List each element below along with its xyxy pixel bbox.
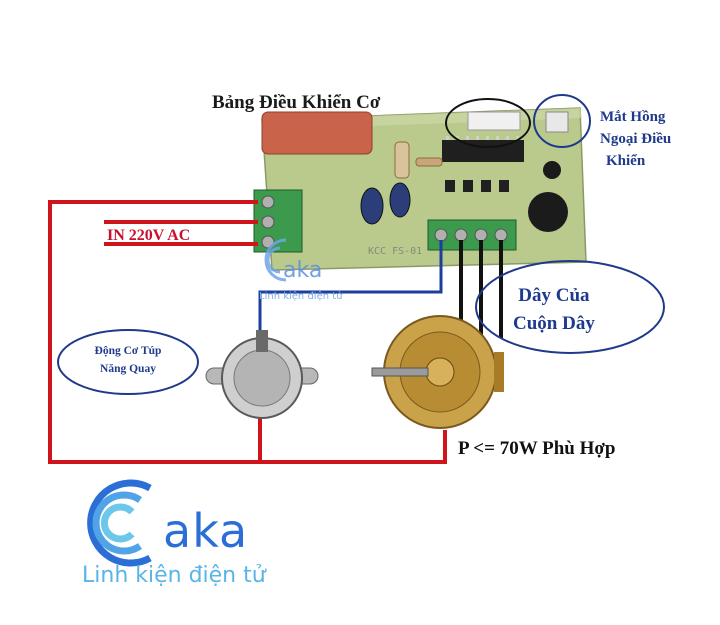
coil-label-line2: Cuộn Dây [513, 313, 595, 334]
input-power-label: IN 220V AC [107, 227, 191, 244]
header-connector [467, 111, 521, 131]
ir-sensor-label: Mắt Hồng Ngoại Điều Khiển [600, 106, 671, 172]
synchronous-motor [205, 330, 319, 419]
ir-receiver [545, 111, 569, 133]
motor-label-line2: Năng Quay [100, 363, 156, 375]
resistor [394, 141, 410, 179]
small-logo-word: aka [283, 258, 323, 283]
pcb-code: KCC FS-01 [368, 246, 423, 257]
fan-motor [371, 315, 504, 429]
large-logo-tagline: Linh kiện điện tử [82, 563, 266, 588]
small-logo-icon [264, 238, 287, 282]
electrolytic-capacitor [543, 161, 561, 179]
large-logo-word: aka [163, 504, 249, 558]
board-title: Bảng Điều Khiển Cơ [212, 92, 381, 113]
buzzer [528, 192, 568, 232]
control-board [253, 107, 587, 271]
stepper-motor-label: Động Cơ Túp Năng Quay [62, 342, 194, 378]
header-highlight-oval [445, 98, 531, 148]
large-logo-icon [87, 479, 152, 567]
power-rating-label: P <= 70W Phù Hợp [458, 438, 616, 459]
ir-highlight-oval [533, 94, 591, 148]
coil-label-oval [475, 260, 665, 354]
ir-label-line2: Ngoại Điều [600, 131, 672, 147]
motor-label-oval [57, 329, 199, 395]
ir-label-line1: Mắt Hồng [600, 109, 666, 125]
film-capacitor [261, 111, 373, 155]
motor-label-line1: Động Cơ Túp [94, 345, 162, 357]
coil-wire-label: Dây Của Cuộn Dây [513, 282, 595, 338]
resistor [415, 157, 443, 167]
electrolytic-capacitor [360, 187, 384, 225]
blue-motor-wire [258, 240, 443, 330]
electrolytic-capacitor [389, 182, 411, 218]
small-logo-tagline: Linh kiện điện tử [259, 291, 343, 302]
ir-label-line3: Khiển [606, 153, 646, 169]
coil-label-line1: Dây Của [518, 285, 590, 306]
red-power-wires [48, 200, 447, 464]
